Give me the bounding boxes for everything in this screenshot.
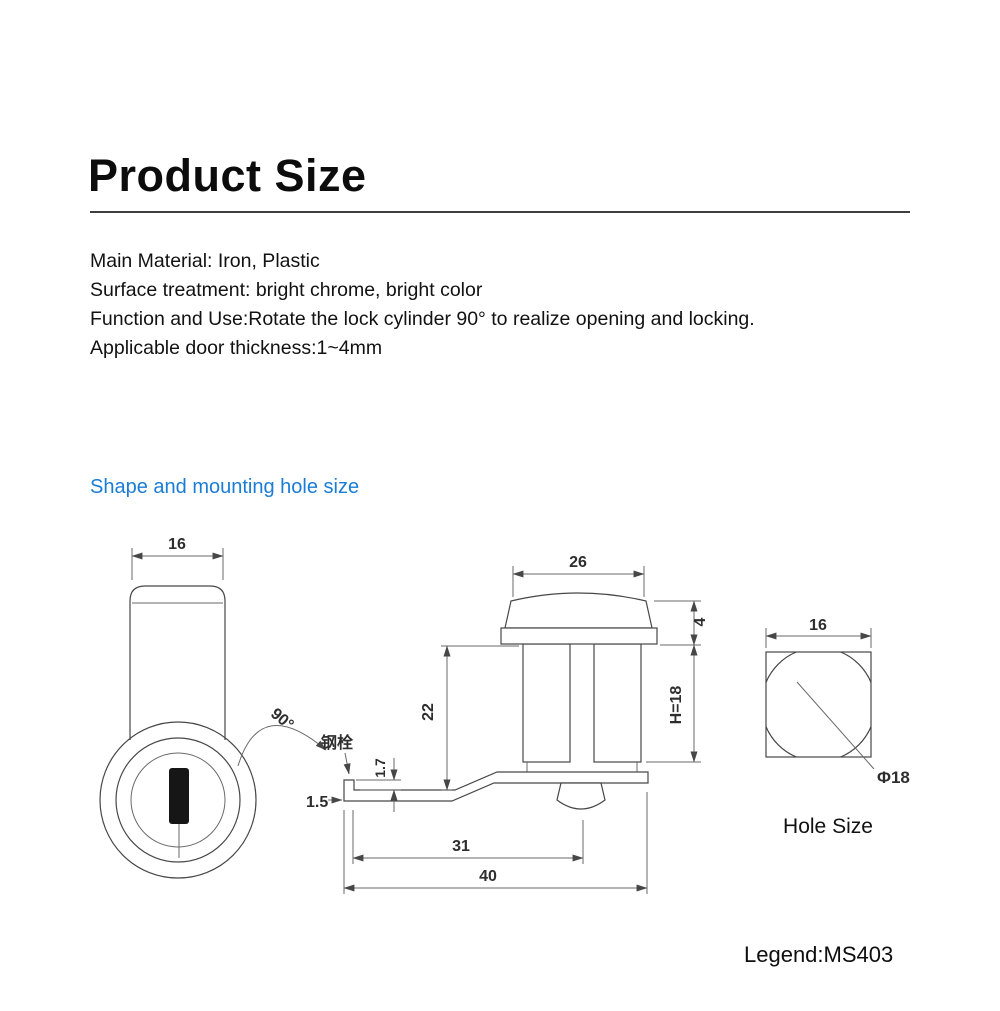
dim-hole-width-label: 16 <box>809 617 827 634</box>
lock-barrel <box>129 585 226 740</box>
dim-cam-total-length: 40 <box>343 792 648 894</box>
dim-pin-height: 1.7 <box>356 758 401 812</box>
rotation-angle-label: 90° <box>267 705 296 734</box>
hole-circle <box>766 652 871 757</box>
section-heading: Shape and mounting hole size <box>90 476 360 498</box>
dim-pin-height-label: 1.7 <box>372 758 388 778</box>
steel-bolt-label: 钢栓 <box>321 733 354 752</box>
hole-size-caption: Hole Size <box>783 815 873 838</box>
spec-line-thickness: Applicable door thickness:1~4mm <box>90 337 383 359</box>
dim-head-width-label: 26 <box>569 554 587 571</box>
spec-line-surface: Surface treatment: bright chrome, bright… <box>90 279 483 301</box>
lock-face-inner-circle <box>130 752 226 848</box>
hole-view: 16 Φ18 Hole Size <box>765 617 910 838</box>
dim-cam-total-length-label: 40 <box>479 868 497 885</box>
lock-face-outer-circle <box>99 721 257 879</box>
dim-barrel-width: 16 <box>131 536 224 580</box>
dim-flange-height-label: 4 <box>692 617 709 626</box>
spec-list: Main Material: Iron, Plastic Surface tre… <box>90 247 755 363</box>
lock-face-middle-circle <box>115 737 241 863</box>
steel-bolt-callout: 钢栓 <box>321 733 354 775</box>
page-title: Product Size <box>88 150 367 201</box>
dim-hole-width: 16 <box>765 617 872 648</box>
dim-head-width: 26 <box>512 554 645 597</box>
side-view: 16 90° <box>99 536 327 879</box>
title-divider <box>90 211 910 213</box>
dim-thread-length: H=18 <box>646 644 701 763</box>
profile-view: 26 4 H=18 22 <box>306 554 709 894</box>
lock-head-flange <box>500 627 658 645</box>
dim-cam-hole-distance: 31 <box>352 810 584 864</box>
dim-body-length: 22 <box>420 645 519 791</box>
dim-flange-height: 4 <box>654 600 709 646</box>
thread-stud-right <box>593 643 642 763</box>
dim-barrel-width-label: 16 <box>168 536 186 553</box>
rotation-indicator: 90° <box>237 705 327 767</box>
spec-line-function: Function and Use:Rotate the lock cylinde… <box>90 308 755 330</box>
dim-cam-thickness-label: 1.5 <box>306 794 328 811</box>
hole-square <box>765 651 872 758</box>
dim-cam-hole-distance-label: 31 <box>452 838 470 855</box>
lock-head-dome <box>504 592 653 629</box>
legend-label: Legend:MS403 <box>744 942 894 967</box>
cam-screw <box>556 782 606 810</box>
thread-stud-left <box>522 643 571 763</box>
keyway <box>169 768 189 824</box>
dim-hole-diameter-label: Φ18 <box>877 768 910 787</box>
cam-lever <box>343 771 649 802</box>
dim-hole-diameter: Φ18 <box>796 681 910 787</box>
dim-thread-length-label: H=18 <box>668 686 685 725</box>
dim-body-length-label: 22 <box>420 703 437 721</box>
dim-cam-thickness: 1.5 <box>306 794 343 811</box>
spec-line-material: Main Material: Iron, Plastic <box>90 250 320 272</box>
